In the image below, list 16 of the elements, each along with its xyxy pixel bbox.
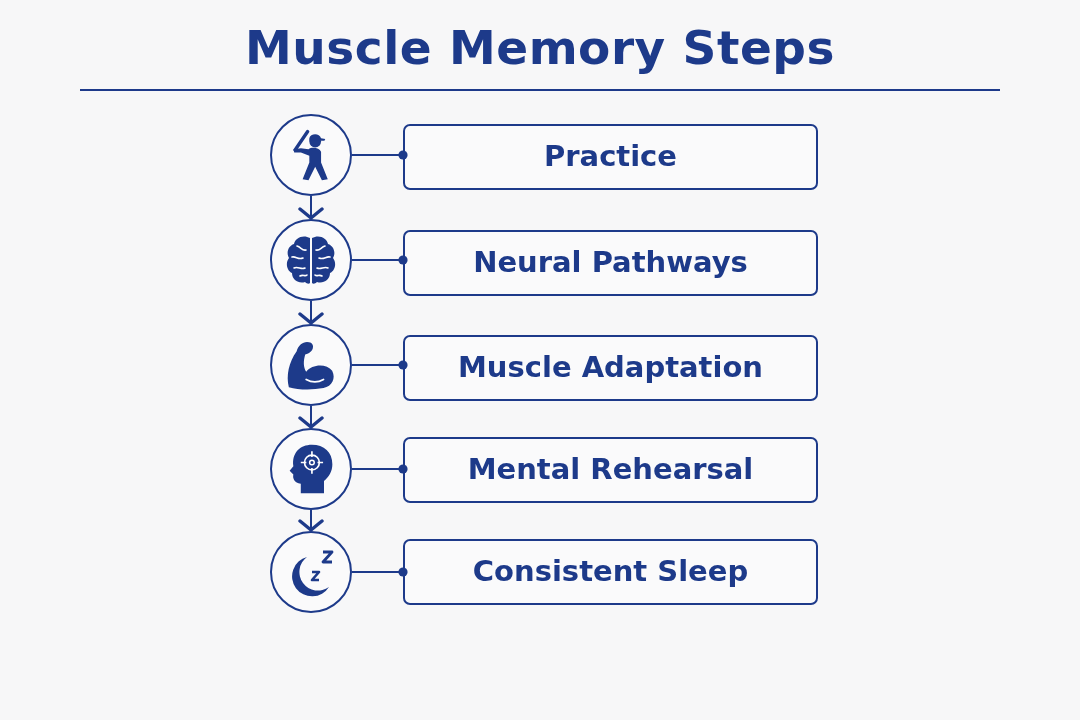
step-circle (270, 428, 352, 510)
step-label: Neural Pathways (473, 246, 748, 280)
step-box (403, 124, 818, 190)
step-circle (270, 324, 352, 406)
step-box (403, 230, 818, 296)
step-circle (270, 219, 352, 301)
step-box (403, 539, 818, 605)
step-circle (270, 531, 352, 613)
step-label: Practice (544, 140, 677, 174)
step-label: Consistent Sleep (472, 555, 749, 589)
step-circle (270, 114, 352, 196)
step-label: Muscle Adaptation (458, 351, 763, 385)
step-box (403, 335, 818, 401)
step-label: Mental Rehearsal (467, 453, 754, 487)
title: Muscle Memory Steps (245, 22, 835, 74)
step-box (403, 437, 818, 503)
